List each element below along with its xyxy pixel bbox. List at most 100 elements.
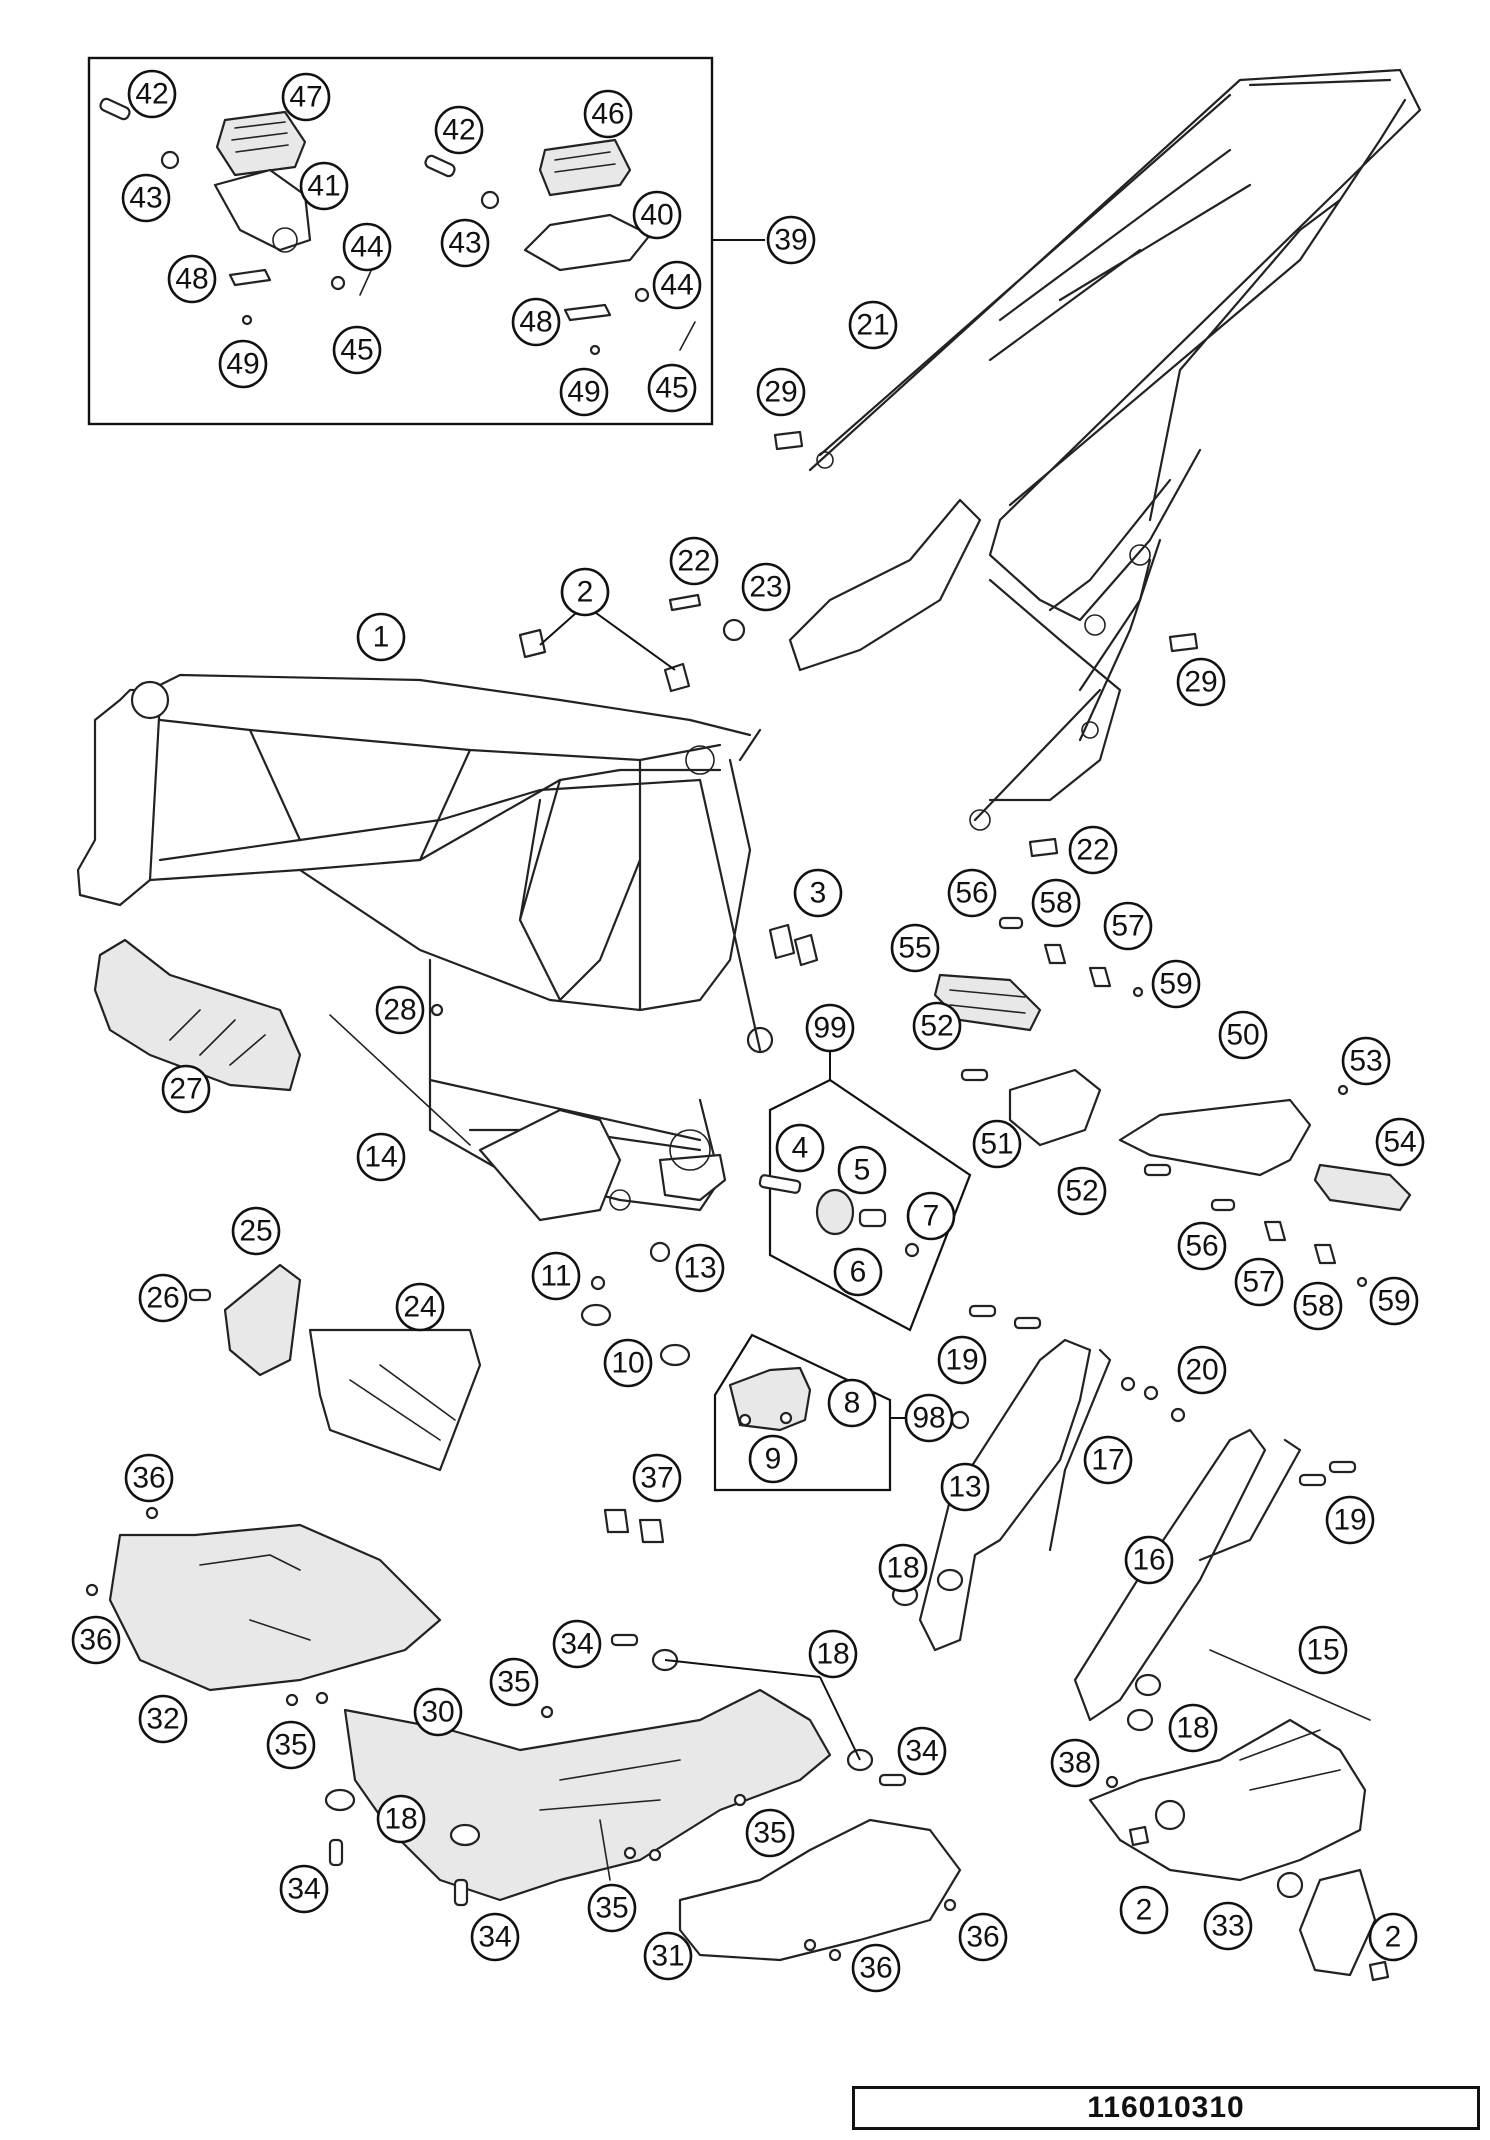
callout-37: 37 xyxy=(632,1453,682,1503)
callout-15: 15 xyxy=(1298,1625,1348,1675)
bolt-19-a xyxy=(968,1304,997,1318)
bracket-25 xyxy=(223,1263,302,1377)
bracket-2c xyxy=(1128,1825,1150,1847)
callout-label: 52 xyxy=(1065,1175,1098,1208)
guard-31 xyxy=(678,1818,962,1962)
callout-label: 30 xyxy=(421,1696,454,1729)
callout-label: 19 xyxy=(945,1344,978,1377)
callout-label: 48 xyxy=(519,306,552,339)
callout-label: 18 xyxy=(816,1638,849,1671)
screw-35-c xyxy=(540,1705,554,1719)
callout-label: 52 xyxy=(920,1010,953,1043)
clip-48-left xyxy=(228,268,272,287)
callout-55: 55 xyxy=(890,923,940,973)
reference-number: 116010310 xyxy=(1087,2091,1245,2124)
callout-label: 21 xyxy=(856,309,889,342)
callout-label: 10 xyxy=(611,1347,644,1380)
callout-46: 46 xyxy=(583,89,633,139)
callout-label: 6 xyxy=(850,1256,867,1289)
callout-33: 33 xyxy=(1203,1901,1253,1951)
plate-3b xyxy=(793,933,819,967)
callout-label: 24 xyxy=(403,1291,436,1324)
damper-10b xyxy=(659,1343,691,1367)
callout-13-mount: 13 xyxy=(940,1462,990,1512)
plate-58-right xyxy=(1313,1243,1337,1265)
callout-16: 16 xyxy=(1124,1535,1174,1585)
callout-label: 34 xyxy=(905,1735,938,1768)
bolt-22-right xyxy=(1028,837,1059,858)
callout-label: 7 xyxy=(923,1200,940,1233)
callout-label: 9 xyxy=(765,1443,782,1476)
bushing-18-d xyxy=(1126,1708,1154,1732)
callout-2-right: 2 xyxy=(1368,1912,1418,1962)
subframe-21 xyxy=(788,68,1422,831)
callout-48-right: 48 xyxy=(511,297,561,347)
callout-52-top: 52 xyxy=(912,1001,962,1051)
callout-47: 47 xyxy=(281,72,331,122)
callout-label: 54 xyxy=(1383,1126,1416,1159)
callout-label: 55 xyxy=(898,932,931,965)
callout-26: 26 xyxy=(138,1273,188,1323)
callout-29-top: 29 xyxy=(756,367,806,417)
callout-30: 30 xyxy=(413,1687,463,1737)
side-cover-group xyxy=(188,1263,482,1472)
cover-24 xyxy=(308,1328,482,1472)
bolt-22-top xyxy=(668,593,702,612)
callout-18-rear: 18 xyxy=(1168,1703,1218,1753)
reference-number-box: 116010310 xyxy=(852,2086,1480,2130)
callout-label: 34 xyxy=(478,1921,511,1954)
screw-26 xyxy=(188,1288,212,1302)
callout-label: 22 xyxy=(1076,834,1109,867)
nut-53 xyxy=(1337,1084,1349,1096)
screw-35-f xyxy=(648,1848,662,1862)
callout-8: 8 xyxy=(827,1378,877,1428)
bracket-51 xyxy=(1008,1068,1102,1147)
callout-label: 29 xyxy=(764,376,797,409)
callout-label: 45 xyxy=(655,372,688,405)
axle-14 xyxy=(329,1014,471,1146)
callout-36-b: 36 xyxy=(71,1615,121,1665)
screw-35-d xyxy=(733,1793,747,1807)
callout-39: 39 xyxy=(766,215,816,265)
callout-45-left: 45 xyxy=(332,325,382,375)
callout-label: 2 xyxy=(1385,1921,1402,1954)
callout-23: 23 xyxy=(741,562,791,612)
bushing-13-frame xyxy=(649,1241,671,1263)
pin-56-right xyxy=(1210,1198,1236,1212)
callout-42-right: 42 xyxy=(434,105,484,155)
callout-label: 17 xyxy=(1091,1444,1124,1477)
callout-43-right: 43 xyxy=(440,218,490,268)
callout-40: 40 xyxy=(632,190,682,240)
callout-label: 23 xyxy=(749,571,782,604)
callout-5: 5 xyxy=(837,1145,887,1195)
callout-99: 99 xyxy=(805,1003,855,1053)
nut-28 xyxy=(430,1003,444,1017)
callout-6: 6 xyxy=(833,1247,883,1297)
footpeg-inset-group xyxy=(87,56,765,426)
callout-36-d: 36 xyxy=(851,1943,901,1993)
callout-3: 3 xyxy=(793,868,843,918)
callout-1: 1 xyxy=(356,612,406,662)
callout-label: 26 xyxy=(146,1282,179,1315)
callout-13-frame: 13 xyxy=(675,1243,725,1293)
callout-label: 31 xyxy=(651,1940,684,1973)
bolt-19-b xyxy=(1013,1316,1042,1330)
callout-label: 39 xyxy=(774,224,807,257)
bolt-34-b xyxy=(878,1773,907,1787)
nut-23 xyxy=(722,618,746,642)
callout-label: 36 xyxy=(859,1952,892,1985)
callout-label: 8 xyxy=(844,1387,861,1420)
callout-label: 49 xyxy=(567,376,600,409)
callout-label: 48 xyxy=(175,263,208,296)
callout-48-left: 48 xyxy=(167,254,217,304)
callout-50: 50 xyxy=(1218,1010,1268,1060)
screw-36-e xyxy=(943,1898,957,1912)
skid-plate-group xyxy=(85,1506,962,1962)
nut-20-c xyxy=(1170,1407,1186,1423)
bolt-15 xyxy=(1209,1649,1371,1721)
bushing-kit-99 xyxy=(758,1050,972,1332)
footpeg-bracket-40 xyxy=(523,213,652,272)
callout-label: 59 xyxy=(1377,1285,1410,1318)
callout-98: 98 xyxy=(904,1393,954,1443)
nut-49-right xyxy=(589,344,601,356)
